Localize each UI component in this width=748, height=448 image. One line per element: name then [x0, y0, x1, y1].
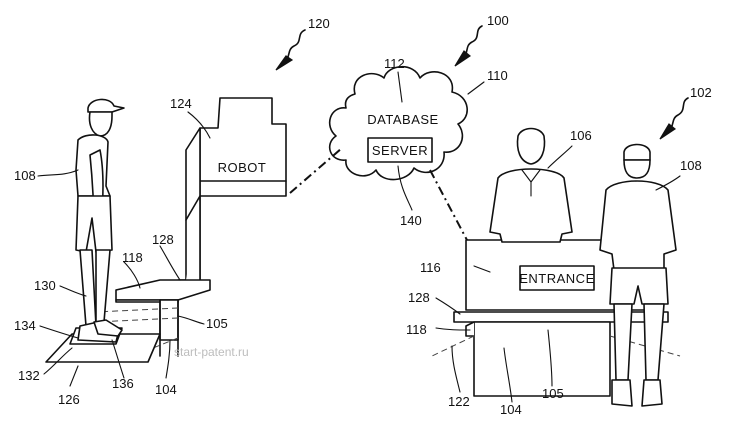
person-attendant — [489, 127, 573, 243]
ref-128-right: 128 — [408, 290, 430, 305]
ref-120: 120 — [308, 16, 330, 31]
watermark: start-patent.ru — [174, 345, 249, 359]
ref-104-right: 104 — [500, 402, 522, 417]
ref-100: 100 — [487, 13, 509, 28]
ref-102: 102 — [690, 85, 712, 100]
ref-116: 116 — [420, 260, 441, 275]
server-label: SERVER — [372, 143, 428, 158]
ref-134: 134 — [14, 318, 36, 333]
person-right — [599, 143, 677, 407]
person-left — [75, 98, 125, 343]
server-box — [367, 137, 433, 163]
ref-122: 122 — [448, 394, 470, 409]
link-robot-cloud — [289, 147, 343, 194]
ref-118-right: 118 — [406, 322, 427, 337]
arrow-100 — [454, 25, 483, 67]
ref-118-left: 118 — [122, 250, 143, 265]
ref-108-left: 108 — [14, 168, 36, 183]
ref-130: 130 — [34, 278, 56, 293]
link-cloud-entrance — [429, 169, 469, 243]
arrow-120 — [275, 29, 306, 71]
ref-112: 112 — [384, 56, 405, 71]
entrance-label: ENTRANCE — [519, 271, 595, 286]
robot-label: ROBOT — [218, 160, 267, 175]
ref-128-left: 128 — [152, 232, 174, 247]
ref-126: 126 — [58, 392, 80, 407]
ref-132: 132 — [18, 368, 40, 383]
ref-140: 140 — [400, 213, 422, 228]
ref-136: 136 — [112, 376, 134, 391]
ref-105-left: 105 — [206, 316, 228, 331]
ref-110: 110 — [487, 68, 508, 83]
database-label: DATABASE — [367, 112, 438, 127]
ref-104-left: 104 — [155, 382, 177, 397]
leader-lines — [37, 71, 681, 403]
arrow-102 — [659, 97, 689, 140]
ref-106: 106 — [570, 128, 592, 143]
ref-124: 124 — [170, 96, 192, 111]
ref-108-right: 108 — [680, 158, 702, 173]
ref-105-right: 105 — [542, 386, 564, 401]
